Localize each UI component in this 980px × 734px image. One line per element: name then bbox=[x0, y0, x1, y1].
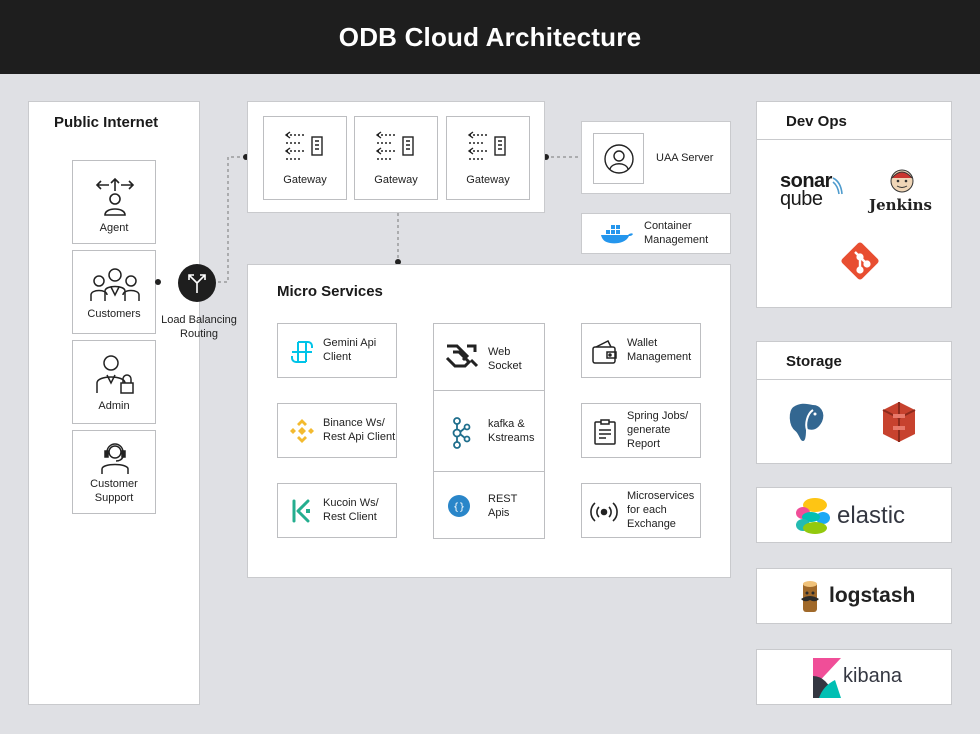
gateway-label: Gateway bbox=[466, 174, 510, 186]
public-internet-title: Public Internet bbox=[54, 114, 159, 131]
logstash-logo-text: logstash bbox=[829, 584, 916, 607]
spring-jobs-label: Spring Jobs/ generate Report bbox=[627, 410, 689, 450]
rest-api-label: REST Apis bbox=[488, 493, 518, 519]
gateway-card-1[interactable]: Gateway bbox=[263, 116, 347, 200]
gemini-client-card[interactable]: Gemini Api Client bbox=[277, 323, 397, 378]
routing-icon bbox=[188, 274, 206, 293]
rest-api-icon: {} bbox=[448, 495, 470, 517]
gateway-icon bbox=[284, 131, 323, 160]
aws-s3-icon bbox=[882, 402, 916, 442]
kucoin-client-card[interactable]: Kucoin Ws/ Rest Client bbox=[277, 483, 397, 538]
gateway-card-3[interactable]: Gateway bbox=[446, 116, 530, 200]
devops-title: Dev Ops bbox=[786, 113, 847, 130]
broadcast-icon bbox=[590, 502, 618, 522]
page-title: ODB Cloud Architecture bbox=[0, 0, 980, 74]
support-agent-icon bbox=[101, 443, 129, 474]
gemini-icon bbox=[291, 341, 313, 363]
websocket-label: Web Socket bbox=[488, 346, 522, 372]
kafka-service[interactable]: kafka & Kstreams bbox=[433, 391, 545, 471]
uaa-icon-box bbox=[593, 133, 644, 184]
admin-label: Admin bbox=[98, 400, 130, 412]
binance-client-card[interactable]: Binance Ws/ Rest Api Client bbox=[277, 403, 397, 458]
kibana-icon bbox=[813, 658, 841, 698]
kafka-label: kafka & Kstreams bbox=[488, 418, 535, 444]
customer-support-card[interactable]: Customer Support bbox=[72, 430, 156, 514]
customer-support-label: Customer Support bbox=[90, 478, 138, 504]
kibana-logo-text: kibana bbox=[843, 665, 902, 687]
jenkins-butler-icon bbox=[890, 169, 914, 193]
websocket-icon bbox=[445, 344, 479, 368]
binance-label: Binance Ws/ Rest Api Client bbox=[323, 417, 396, 443]
svg-text:{}: {} bbox=[453, 502, 465, 513]
connector-dot bbox=[243, 154, 249, 160]
docker-icon bbox=[601, 225, 633, 244]
sonarqube-logo-bottom: qube bbox=[780, 188, 823, 210]
admin-icon bbox=[96, 355, 134, 394]
uaa-server-panel[interactable]: UAA Server bbox=[581, 121, 731, 194]
divider bbox=[433, 390, 545, 391]
agent-icon bbox=[95, 177, 135, 216]
divider bbox=[757, 379, 951, 380]
exchange-services-label: Microservices for each Exchange bbox=[627, 490, 695, 530]
container-management-panel[interactable]: Container Management bbox=[581, 213, 731, 254]
divider bbox=[757, 139, 951, 140]
agent-card[interactable]: Agent bbox=[72, 160, 156, 244]
agent-label: Agent bbox=[99, 222, 129, 234]
customers-label: Customers bbox=[87, 308, 141, 320]
elastic-icon bbox=[796, 498, 830, 534]
devops-panel: Dev Ops sonar qube Jenkins bbox=[756, 101, 952, 308]
storage-title: Storage bbox=[786, 353, 842, 370]
kafka-icon bbox=[452, 417, 471, 449]
customers-icon bbox=[90, 268, 140, 301]
git-icon bbox=[841, 242, 879, 280]
elastic-logo-text: elastic bbox=[837, 502, 906, 529]
logstash-panel: logstash bbox=[756, 568, 952, 624]
micro-services-title: Micro Services bbox=[277, 283, 383, 300]
logstash-icon bbox=[801, 581, 819, 612]
wallet-card[interactable]: Wallet Management bbox=[581, 323, 701, 378]
sonar-waves-icon bbox=[832, 177, 843, 195]
customers-card[interactable]: Customers bbox=[72, 250, 156, 334]
websocket-service[interactable]: Web Socket bbox=[433, 323, 545, 390]
gateway-card-2[interactable]: Gateway bbox=[354, 116, 438, 200]
divider bbox=[433, 471, 545, 472]
kibana-panel: kibana bbox=[756, 649, 952, 705]
wallet-icon bbox=[592, 339, 617, 364]
load-balancer-label: Load Balancing Routing bbox=[161, 314, 237, 340]
postgresql-icon bbox=[787, 401, 826, 444]
elastic-panel: elastic bbox=[756, 487, 952, 543]
rest-api-service[interactable]: {} REST Apis bbox=[433, 472, 545, 539]
report-icon bbox=[594, 419, 616, 445]
connector-dot bbox=[543, 154, 549, 160]
storage-panel: Storage bbox=[756, 341, 952, 464]
connector-dot bbox=[395, 259, 401, 265]
gateway-label: Gateway bbox=[374, 174, 418, 186]
uaa-label: UAA Server bbox=[656, 152, 714, 164]
binance-icon bbox=[290, 419, 314, 443]
load-balancer-node[interactable] bbox=[178, 264, 216, 302]
sonarqube-logo-top: sonar bbox=[780, 170, 832, 192]
jenkins-logo: Jenkins bbox=[869, 196, 932, 214]
container-label: Container Management bbox=[644, 220, 709, 246]
kucoin-label: Kucoin Ws/ Rest Client bbox=[323, 497, 379, 523]
spring-jobs-card[interactable]: Spring Jobs/ generate Report bbox=[581, 403, 701, 458]
wallet-label: Wallet Management bbox=[627, 337, 692, 363]
gateway-icon bbox=[375, 131, 414, 160]
sonarqube-logo: sonar qube bbox=[780, 170, 832, 210]
admin-card[interactable]: Admin bbox=[72, 340, 156, 424]
gateway-label: Gateway bbox=[283, 174, 327, 186]
gateway-icon bbox=[467, 131, 506, 160]
connector-dot bbox=[155, 279, 161, 285]
gemini-label: Gemini Api Client bbox=[323, 337, 377, 363]
kucoin-icon bbox=[292, 499, 310, 523]
user-icon bbox=[604, 144, 634, 174]
exchange-services-card[interactable]: Microservices for each Exchange bbox=[581, 483, 701, 538]
